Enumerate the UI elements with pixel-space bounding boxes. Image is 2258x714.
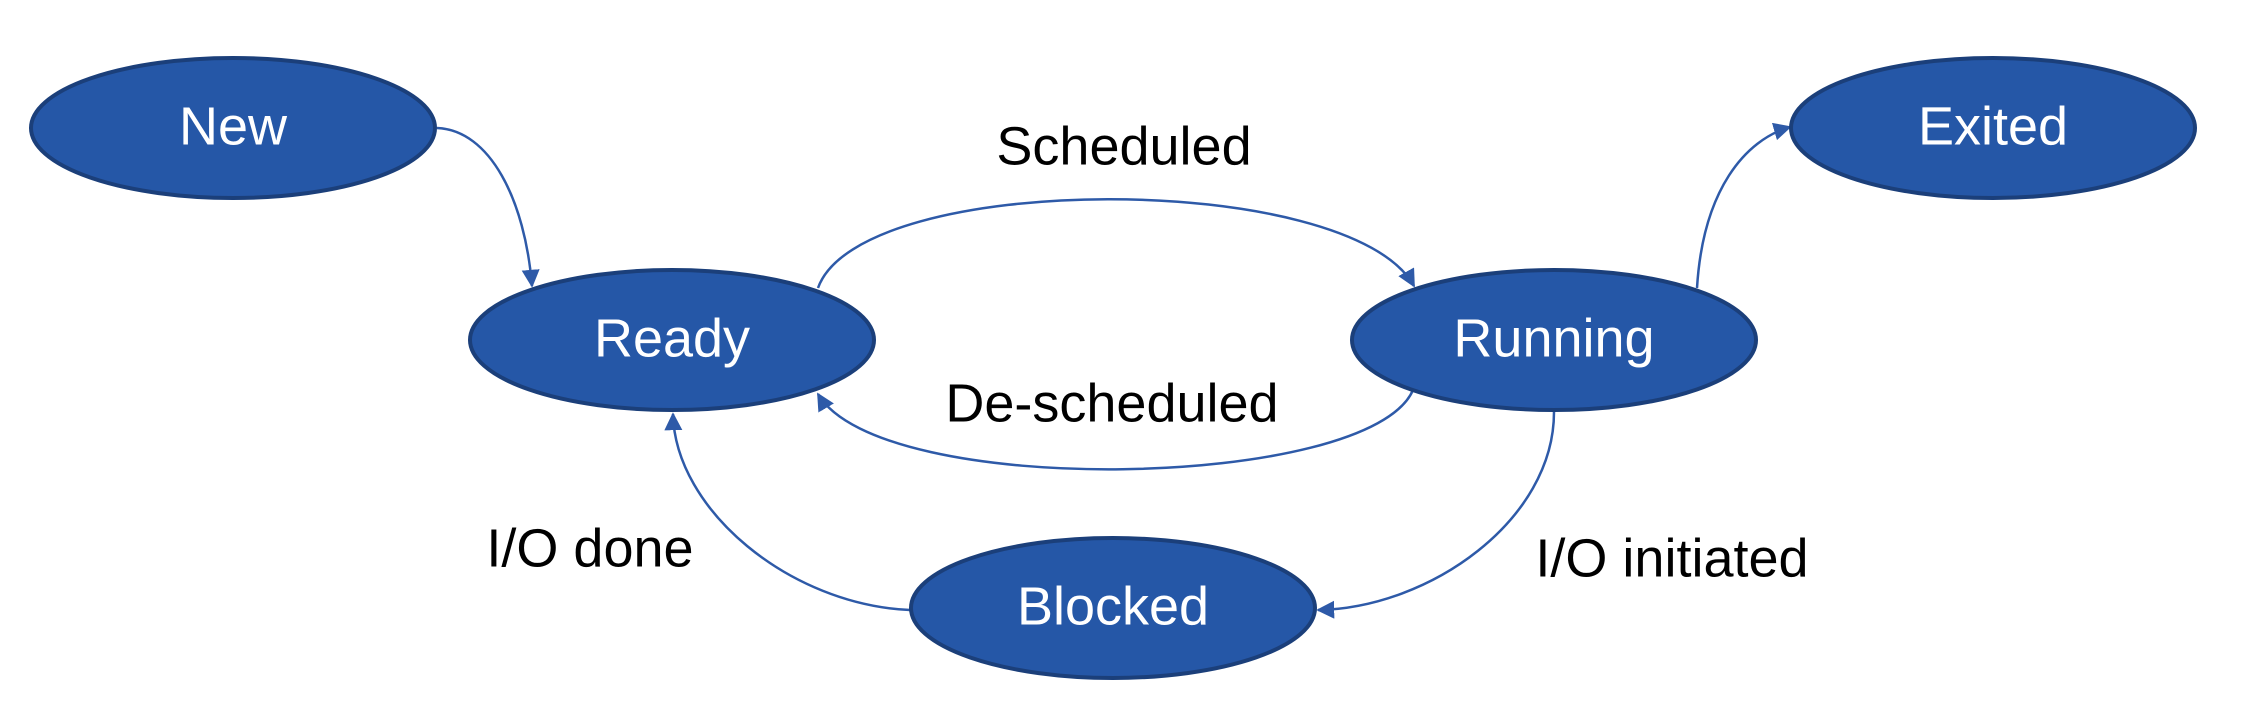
transition-io-initiated-label: I/O initiated xyxy=(1535,528,1808,588)
state-exited: Exited xyxy=(1789,56,2197,200)
state-blocked-label: Blocked xyxy=(1017,576,1209,636)
state-running: Running xyxy=(1350,268,1758,412)
transition-io-done-label: I/O done xyxy=(486,518,693,578)
state-new-label: New xyxy=(179,96,288,156)
state-new: New xyxy=(29,56,437,200)
transition-scheduled-label: Scheduled xyxy=(996,116,1251,176)
state-ready: Ready xyxy=(468,268,876,412)
edge-running-to-ready xyxy=(816,389,1415,471)
edge-blocked-to-ready xyxy=(664,412,911,612)
edge-running-to-blocked xyxy=(1316,411,1556,619)
edge-ready-to-running xyxy=(816,198,1416,289)
state-blocked: Blocked xyxy=(909,536,1317,680)
state-exited-label: Exited xyxy=(1918,96,2068,156)
state-running-label: Running xyxy=(1453,308,1654,368)
edge-new-to-ready xyxy=(436,126,540,288)
transition-descheduled-label: De-scheduled xyxy=(945,373,1278,433)
state-ready-label: Ready xyxy=(594,308,750,368)
edge-running-to-exited xyxy=(1695,122,1792,289)
